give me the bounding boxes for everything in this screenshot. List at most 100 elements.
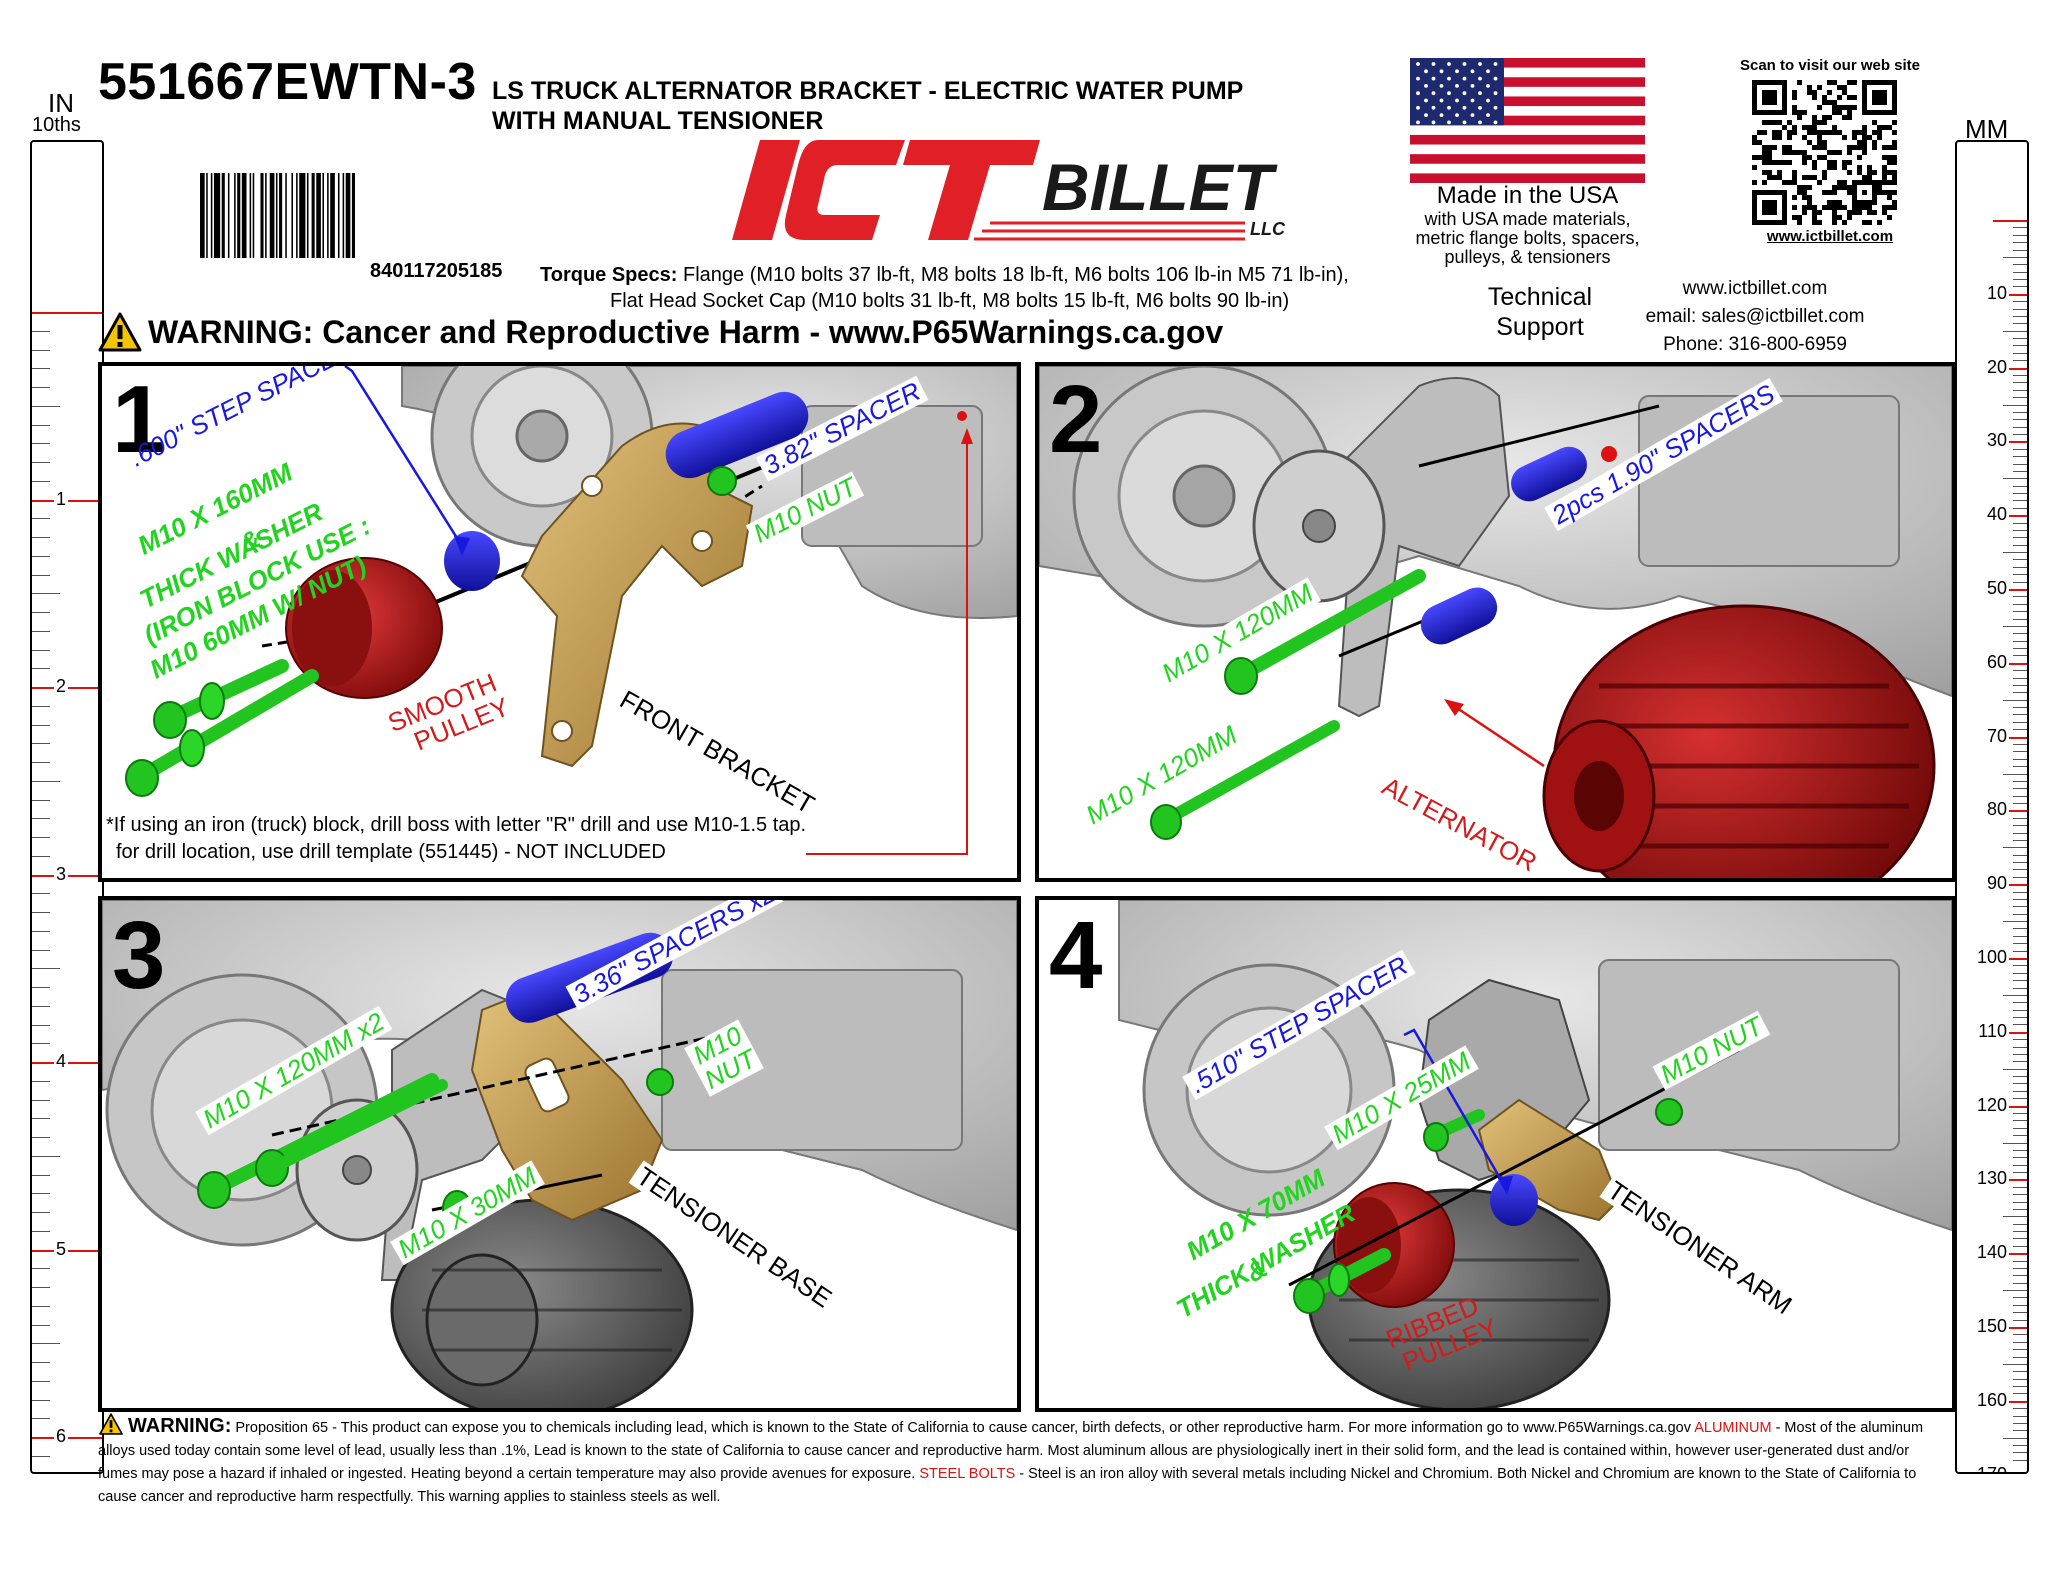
step-1-number: 1 [112, 366, 166, 473]
warning-banner: WARNING: Cancer and Reproductive Harm - … [98, 312, 1223, 352]
mm-tick [2013, 596, 2027, 598]
inch-tick [32, 1324, 50, 1326]
inch-tick [32, 1118, 50, 1120]
inch-tick [32, 968, 60, 970]
qr-code[interactable] [1752, 80, 1897, 225]
inch-tick [32, 349, 50, 351]
mm-tick [2013, 264, 2027, 266]
contact-phone: Phone: 316-800-6959 [1663, 334, 1847, 355]
mm-tick [2013, 1098, 2027, 1100]
mm-tick [2013, 1408, 2027, 1410]
mm-tick [2013, 780, 2027, 782]
mm-tick [1993, 736, 2027, 739]
mm-tick [2013, 1312, 2027, 1314]
mm-tick [2003, 1437, 2027, 1439]
inch-tick [32, 1174, 50, 1176]
mm-tick [2013, 1304, 2027, 1306]
mm-tick [2013, 766, 2027, 768]
mm-tick [2013, 1039, 2027, 1041]
qr-website-link[interactable]: www.ictbillet.com [1766, 228, 1894, 245]
inch-subunit-label: 10ths [32, 114, 81, 136]
description-line-1: LS TRUCK ALTERNATOR BRACKET - ELECTRIC W… [492, 77, 1244, 105]
tech-line-2: Support [1496, 313, 1584, 341]
contact-email[interactable]: email: sales@ictbillet.com [1645, 306, 1865, 327]
mm-tick [2013, 1172, 2027, 1174]
mm-tick [2013, 825, 2027, 827]
drill-note-line-1: *If using an iron (truck) block, drill b… [106, 814, 807, 836]
ict-billet-logo: BILLET LLC [732, 140, 1286, 241]
mm-tick [2013, 950, 2027, 952]
inch-tick [32, 630, 50, 632]
mm-tick [2013, 1017, 2027, 1019]
mm-tick [2013, 1282, 2027, 1284]
mm-tick [2013, 323, 2027, 325]
mm-tick [2013, 500, 2027, 502]
inch-unit-label: IN [48, 88, 74, 118]
inch-tick [32, 1268, 50, 1270]
mm-tick [2013, 758, 2027, 760]
mm-tick [2013, 352, 2027, 354]
mm-tick [2013, 1024, 2027, 1026]
mm-tick [2013, 692, 2027, 694]
inch-tick [32, 1137, 50, 1138]
mm-tick [2003, 773, 2027, 775]
mm-tick [2013, 1002, 2027, 1004]
inch-tick [32, 780, 60, 782]
mm-tick [2013, 249, 2027, 251]
mm-unit-label: MM [1965, 114, 2009, 144]
mm-tick [2013, 906, 2027, 908]
mm-tick [2013, 1319, 2027, 1321]
mm-tick [2013, 721, 2027, 723]
inch-tick [32, 949, 50, 951]
mm-tick [2013, 360, 2027, 362]
inch-label: 5 [54, 1238, 69, 1260]
mm-tick [2013, 677, 2027, 679]
mm-label: 40 [1984, 504, 2009, 526]
mm-label: 110 [1976, 1020, 2009, 1042]
mm-tick [2013, 1452, 2027, 1454]
mm-label: 20 [1984, 356, 2009, 378]
mm-tick [2013, 1127, 2027, 1129]
mm-tick [2013, 943, 2027, 945]
mm-tick [2013, 301, 2027, 303]
warning-small-icon [99, 1413, 123, 1435]
inch-tick [32, 574, 50, 576]
mm-tick [2013, 485, 2027, 487]
mm-tick [2013, 1356, 2027, 1358]
mm-tick [2013, 1186, 2027, 1188]
mm-label: 150 [1974, 1316, 2009, 1337]
mm-tick [2013, 603, 2027, 605]
mm-tick [2013, 1009, 2027, 1011]
mm-tick [2013, 876, 2027, 878]
mm-tick [2013, 1231, 2027, 1233]
inch-tick [32, 1399, 50, 1401]
mm-tick [2013, 832, 2027, 834]
mm-tick [2013, 1297, 2027, 1299]
inch-label: 1 [54, 488, 69, 510]
mm-label: 90 [1984, 873, 2009, 895]
barcode-number: 840117205185 [370, 260, 503, 282]
inch-ruler: 1234567 [30, 140, 104, 1474]
barcode [200, 173, 355, 258]
made-line-3: pulleys, & tensioners [1444, 247, 1611, 267]
mm-tick [2013, 714, 2027, 716]
inch-tick [32, 612, 50, 613]
inch-tick [32, 1380, 50, 1382]
mm-tick [2013, 655, 2027, 657]
fine-text-2: - Most of the aluminum alloys used today… [98, 1420, 1924, 1482]
mm-tick [2013, 286, 2027, 288]
mm-tick [2013, 1164, 2027, 1166]
part-number: 551667EWTN-3 [98, 53, 477, 111]
inch-tick [32, 724, 50, 726]
mm-tick [2013, 987, 2027, 989]
mm-tick [2013, 308, 2027, 310]
step-3-panel: 3 3.36" SPACERS x2 M10 X 120MM x2 M10 NU… [98, 896, 1021, 1412]
mm-tick [2013, 1334, 2027, 1336]
mm-tick [2013, 633, 2027, 635]
contact-website[interactable]: www.ictbillet.com [1682, 278, 1828, 299]
inch-tick [32, 1418, 50, 1420]
mm-tick [2013, 537, 2027, 539]
mm-tick [2013, 743, 2027, 745]
mm-tick [1993, 810, 2027, 813]
mm-tick [2013, 965, 2027, 967]
